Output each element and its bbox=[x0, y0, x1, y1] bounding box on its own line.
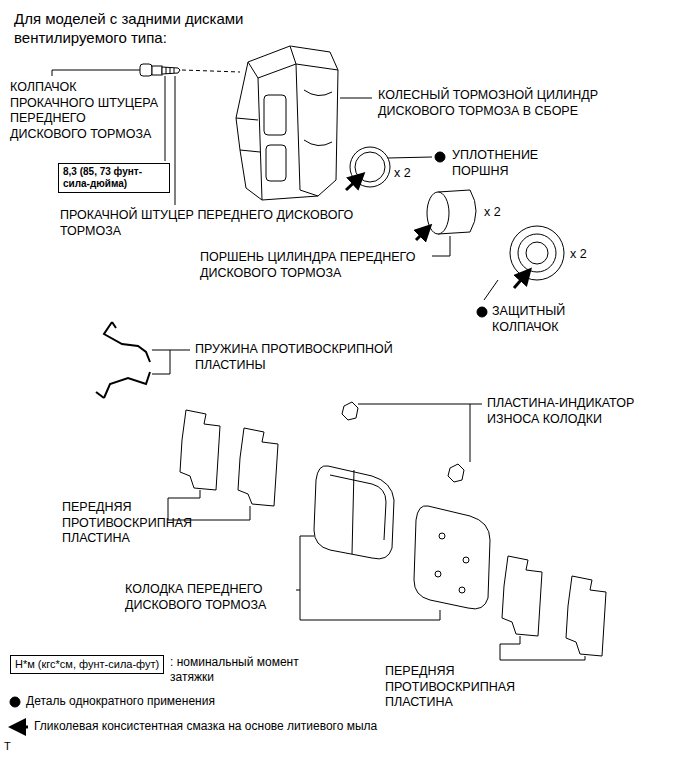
leader-line bbox=[500, 636, 585, 660]
leader-line bbox=[296, 590, 300, 591]
piston bbox=[427, 190, 476, 234]
assembly-line bbox=[182, 70, 240, 72]
leader-line bbox=[388, 157, 432, 158]
bleeder-plug bbox=[140, 64, 180, 76]
leader-line bbox=[340, 98, 372, 99]
part-label: ПЛАСТИНА-ИНДИКАТОР ИЗНОСА КОЛОДКИ bbox=[487, 396, 682, 427]
one-time-use-symbol bbox=[10, 697, 20, 707]
torque-value: Н*м (кгс*см, фунт-сила-фут) bbox=[15, 658, 159, 671]
wear-indicator bbox=[342, 402, 464, 482]
part-label: ПЕРЕДНЯЯ ПРОТИВОСКРИПНАЯ ПЛАСТИНА bbox=[385, 664, 535, 711]
grease-arrow bbox=[416, 228, 428, 240]
leader-line bbox=[168, 490, 250, 520]
anti-squeal-shim bbox=[180, 410, 278, 506]
part-label: ПОРШЕНЬ ЦИЛИНДРА ПЕРЕДНЕГО ДИСКОВОГО ТОР… bbox=[200, 250, 430, 281]
quantity-label: x 2 bbox=[570, 247, 587, 263]
grease-arrow bbox=[346, 176, 361, 190]
quantity-label: x 2 bbox=[484, 205, 501, 221]
legend-text: : номинальный момент затяжки bbox=[170, 655, 300, 685]
leader-line bbox=[470, 404, 482, 405]
leader-line bbox=[152, 350, 170, 374]
part-label: ПРОКАЧНОЙ ШТУЦЕР ПЕРЕДНЕГО ДИСКОВОГО ТОР… bbox=[60, 208, 390, 239]
part-label: ПЕРЕДНЯЯ ПРОТИВОСКРИПНАЯ ПЛАСТИНА bbox=[62, 500, 212, 547]
torque-value: 8,3 (85, 73 фунт-сила-дюйма) bbox=[63, 166, 165, 190]
quantity-label: x 2 bbox=[394, 166, 411, 182]
leader-line bbox=[175, 76, 176, 205]
leader-line bbox=[170, 350, 190, 351]
anti-squeal-spring bbox=[96, 322, 150, 398]
page-mark: T bbox=[4, 740, 11, 754]
grease-symbol bbox=[14, 726, 28, 729]
leader-line bbox=[484, 280, 498, 300]
leader-line bbox=[300, 536, 440, 620]
part-label: КОЛПАЧОК ПРОКАЧНОГО ШТУЦЕРА ПЕРЕДНЕГО ДИ… bbox=[10, 80, 160, 143]
part-label: ПРУЖИНА ПРОТИВОСКРИПНОЙ ПЛАСТИНЫ bbox=[195, 342, 425, 373]
anti-squeal-shim bbox=[502, 556, 606, 656]
one-time-use-mark bbox=[435, 152, 445, 162]
leader-line bbox=[165, 76, 166, 161]
brake-pad bbox=[314, 466, 490, 609]
legend-text: Деталь однократного применения bbox=[26, 694, 215, 709]
legend-text: Гликолевая консистентная смазка на основ… bbox=[34, 719, 377, 734]
dust-boot bbox=[510, 226, 564, 280]
part-label: КОЛЕСНЫЙ ТОРМОЗНОЙ ЦИЛИНДР ДИСКОВОГО ТОР… bbox=[378, 88, 623, 119]
leader-line bbox=[358, 404, 470, 462]
torque-legend-box: Н*м (кгс*см, фунт-сила-фут) bbox=[10, 655, 164, 674]
caliper-assembly bbox=[236, 46, 338, 200]
title: Для моделей с задними дисками вентилируе… bbox=[14, 10, 314, 48]
torque-box: 8,3 (85, 73 фунт-сила-дюйма) bbox=[58, 163, 170, 193]
part-label: ЗАЩИТНЫЙ КОЛПАЧОК bbox=[492, 304, 612, 335]
leader-line bbox=[52, 70, 140, 76]
leader-line bbox=[432, 236, 450, 256]
one-time-use-mark bbox=[477, 307, 487, 317]
grease-arrow bbox=[514, 272, 528, 288]
part-label: КОЛОДКА ПЕРЕДНЕГО ДИСКОВОГО ТОРМОЗА bbox=[125, 582, 295, 613]
part-label: УПЛОТНЕНИЕ ПОРШНЯ bbox=[452, 148, 572, 179]
